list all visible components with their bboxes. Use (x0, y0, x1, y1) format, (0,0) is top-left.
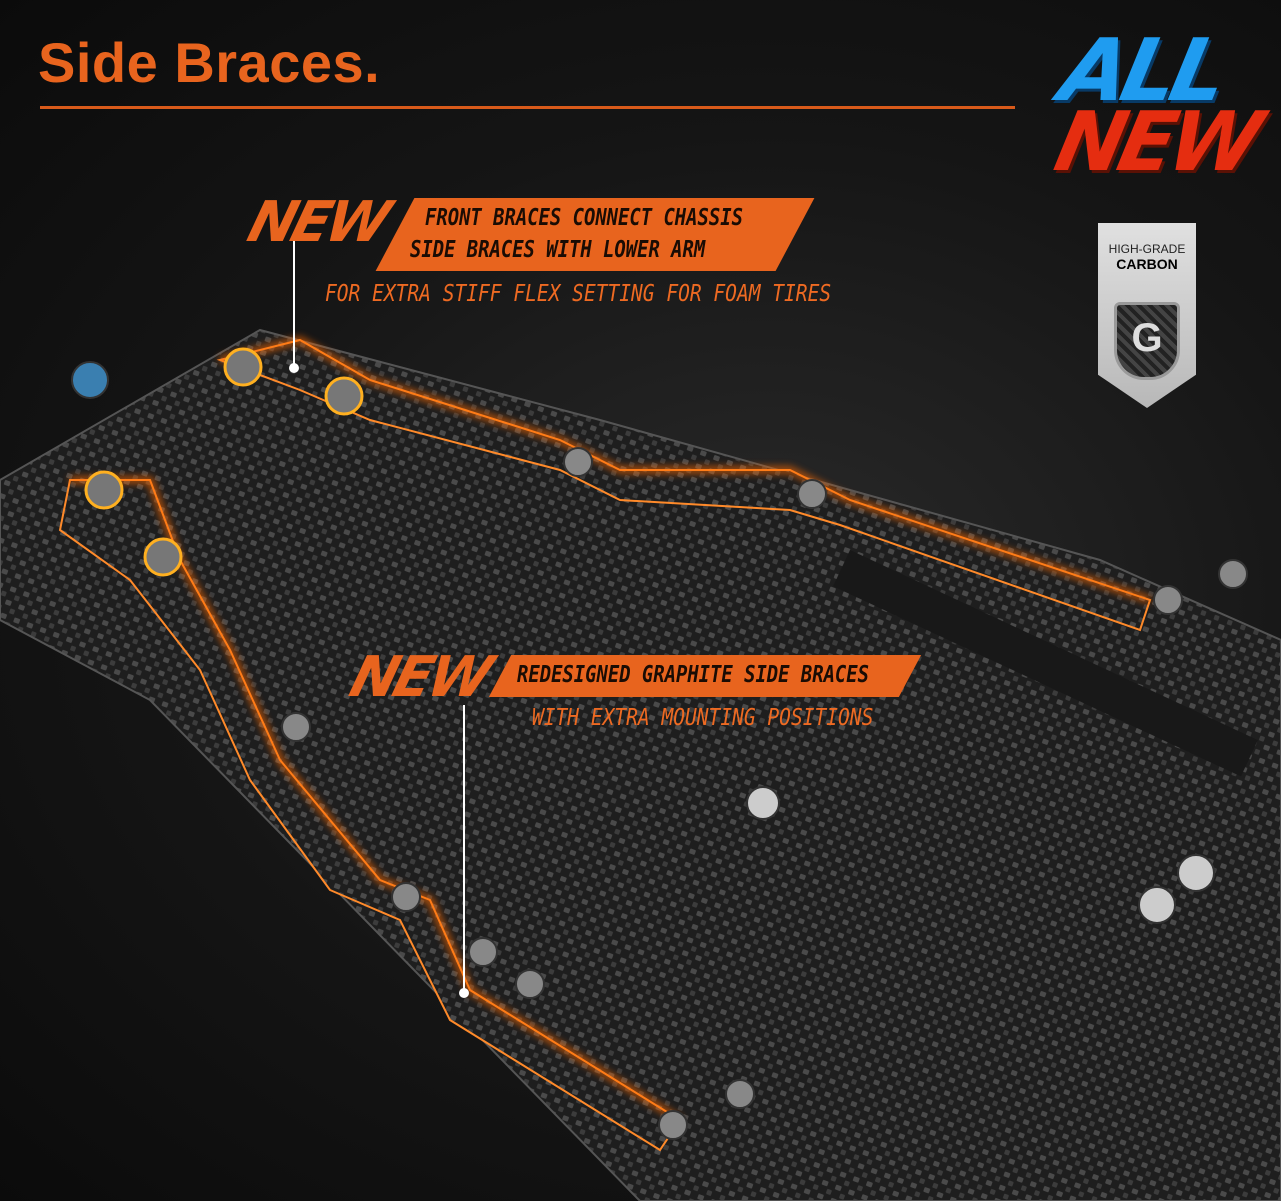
new-label: NEW (343, 645, 496, 710)
badge-line1: HIGH-GRADE (1108, 242, 1186, 256)
screws (71, 361, 1248, 1140)
shield-icon: G (1114, 302, 1180, 380)
callout-line1: FRONT BRACES CONNECT CHASSIS (425, 205, 743, 231)
callout-sub: FOR EXTRA STIFF FLEX SETTING FOR FOAM TI… (325, 281, 832, 307)
page-title: Side Braces. (38, 31, 381, 94)
side-rail (833, 550, 1258, 777)
all-new-logo: ALL NEW (1040, 21, 1270, 191)
title-divider (40, 106, 1015, 109)
logo-line-new: NEW (1047, 95, 1265, 191)
chassis-plate (0, 328, 1281, 1201)
callout-sub: WITH EXTRA MOUNTING POSITIONS (532, 705, 874, 731)
badge-line2: CARBON (1116, 256, 1178, 272)
callout-line2: SIDE BRACES WITH LOWER ARM (410, 237, 706, 263)
screw-highlights (84, 347, 364, 577)
high-grade-carbon-badge: HIGH-GRADE CARBON G (1098, 223, 1196, 408)
new-label: NEW (241, 190, 394, 255)
callout-line1: REDESIGNED GRAPHITE SIDE BRACES (517, 662, 869, 688)
